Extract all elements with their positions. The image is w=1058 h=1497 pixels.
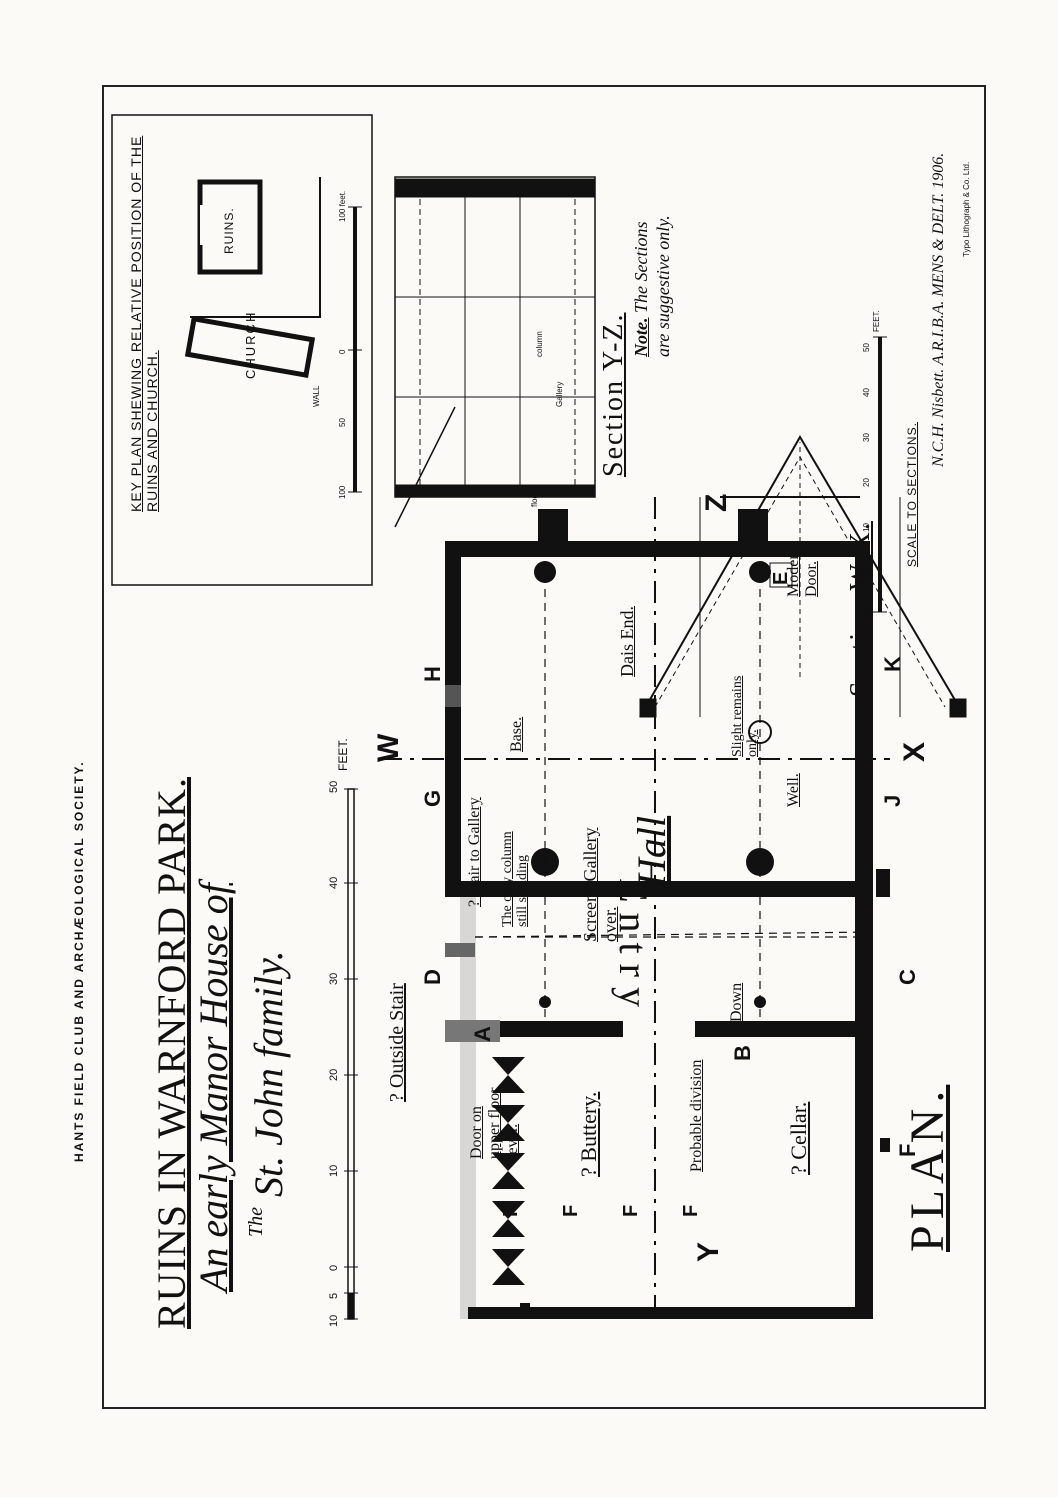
section-yz-title: Section Y-Z. bbox=[598, 312, 629, 478]
main-scale-bar bbox=[344, 788, 358, 1320]
letter-b: B bbox=[730, 1045, 755, 1061]
key-scale-tick-100: 100 bbox=[338, 485, 347, 499]
letter-f-3: F bbox=[620, 1204, 642, 1217]
letter-z: Z bbox=[700, 493, 733, 512]
room-buttery: ? Buttery. bbox=[576, 1091, 601, 1177]
sections-scale-tick-0: 0 bbox=[862, 572, 871, 577]
key-scale-tick-100-feet: 100 feet. bbox=[338, 190, 347, 222]
letter-e: E bbox=[770, 571, 792, 585]
room-dais-end: Dais End. bbox=[617, 606, 637, 677]
sections-scale-tick-10: 10 bbox=[862, 523, 871, 532]
section-yz-column: column bbox=[535, 331, 544, 357]
label-outside-stair: ? Outside Stair bbox=[386, 983, 408, 1102]
letter-g: G bbox=[420, 789, 445, 807]
room-cellar: ? Cellar. bbox=[786, 1101, 811, 1175]
letter-f-1: F bbox=[500, 1204, 522, 1217]
sections-note: Note. The Sections are suggestive only. bbox=[630, 215, 674, 357]
label-door-upper-floor: Door on upper floor level. bbox=[468, 1087, 521, 1159]
letter-y: Y bbox=[692, 1241, 725, 1262]
section-yz-gallery: Gallery bbox=[555, 381, 564, 407]
key-plan-wall: WALL bbox=[312, 385, 321, 408]
printer-credit: Typo Lithograph & Co. Ltd. bbox=[962, 161, 971, 257]
label-base: Base. bbox=[508, 716, 525, 752]
label-screens: Screens Gallery over. bbox=[580, 827, 620, 942]
label-slight-remains: Slight remains only. bbox=[730, 675, 760, 757]
key-plan-heading: KEY PLAN SHEWING RELATIVE POSITION OF TH… bbox=[128, 135, 160, 512]
label-down: Down bbox=[728, 982, 745, 1022]
sections-scale-tick-50: 50 bbox=[862, 343, 871, 352]
key-scale-tick-0: 0 bbox=[338, 349, 347, 354]
sections-scale-unit: FEET. bbox=[872, 310, 881, 332]
letter-j: J bbox=[880, 794, 905, 807]
architect-signature: N.C.H. Nisbett. A.R.I.B.A. MENS & DELT. … bbox=[930, 152, 947, 467]
sections-scale-tick-30: 30 bbox=[862, 433, 871, 442]
letter-w: W bbox=[372, 733, 405, 762]
key-plan-church: CHURCH bbox=[243, 310, 258, 379]
letter-x: X bbox=[898, 741, 931, 762]
label-probable-division: Probable division bbox=[688, 1059, 705, 1172]
letter-h: H bbox=[420, 666, 445, 682]
letter-k: K bbox=[880, 656, 905, 672]
key-scale-tick-50: 50 bbox=[338, 418, 347, 427]
letter-f-cellar: F bbox=[895, 1143, 920, 1157]
letter-f-4: F bbox=[680, 1204, 702, 1217]
plan-title: PLAN. bbox=[901, 1084, 954, 1252]
section-wx-title: Section W-X. bbox=[845, 521, 876, 697]
sections-scale-tick-40: 40 bbox=[862, 388, 871, 397]
label-modern-door: Modern Door. bbox=[785, 546, 820, 597]
letter-c: C bbox=[895, 969, 920, 985]
room-hall: Hall bbox=[629, 815, 674, 887]
sections-scale-label: SCALE TO SECTIONS. bbox=[905, 422, 919, 567]
letter-d: D bbox=[420, 969, 445, 985]
note-line-1: The Sections bbox=[631, 221, 651, 314]
sections-scale-tick-10a: 10 bbox=[862, 608, 871, 617]
label-well: Well. bbox=[785, 773, 802, 807]
letter-a: A bbox=[470, 1026, 495, 1042]
key-plan-ruins: RUINS. bbox=[222, 207, 236, 254]
note-label: Note. bbox=[631, 317, 651, 358]
label-stair-to-gallery: ? Stair to Gallery bbox=[466, 797, 483, 907]
section-yz-floor: floor bbox=[530, 491, 539, 507]
label-only-column: The only column still standing bbox=[500, 831, 530, 927]
sections-scale-tick-20: 20 bbox=[862, 478, 871, 487]
note-line-2: are suggestive only. bbox=[653, 215, 673, 357]
letter-f-2: F bbox=[560, 1204, 582, 1217]
